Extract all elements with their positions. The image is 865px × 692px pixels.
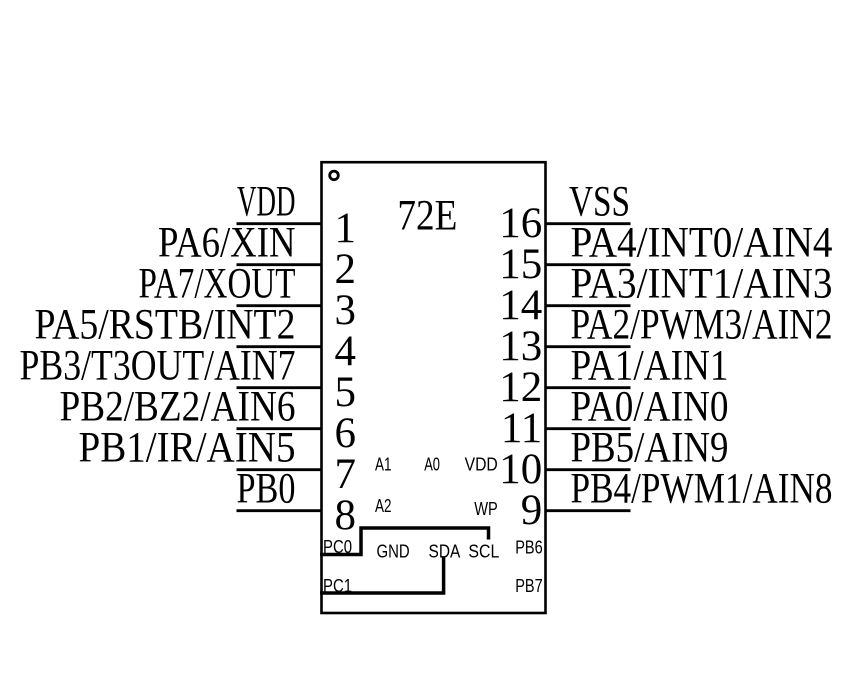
svg-text:5: 5 bbox=[335, 369, 357, 416]
svg-text:SDA: SDA bbox=[429, 542, 461, 562]
svg-text:2: 2 bbox=[335, 246, 357, 293]
svg-text:PC1: PC1 bbox=[323, 576, 352, 596]
svg-text:13: 13 bbox=[499, 323, 542, 370]
svg-text:PA3/INT1/AIN3: PA3/INT1/AIN3 bbox=[571, 260, 833, 307]
svg-text:PB0: PB0 bbox=[237, 465, 296, 512]
svg-text:PA4/INT0/AIN4: PA4/INT0/AIN4 bbox=[571, 219, 833, 266]
svg-text:PB5/AIN9: PB5/AIN9 bbox=[571, 424, 729, 471]
svg-text:PB7: PB7 bbox=[515, 576, 543, 596]
svg-text:12: 12 bbox=[499, 364, 542, 411]
svg-text:GND: GND bbox=[377, 542, 410, 562]
svg-text:PB3/T3OUT/AIN7: PB3/T3OUT/AIN7 bbox=[20, 342, 296, 389]
svg-text:WP: WP bbox=[474, 499, 498, 519]
svg-text:16: 16 bbox=[499, 200, 542, 247]
svg-text:PA0/AIN0: PA0/AIN0 bbox=[571, 383, 729, 430]
svg-text:PB4/PWM1/AIN8: PB4/PWM1/AIN8 bbox=[571, 465, 833, 512]
svg-text:4: 4 bbox=[335, 328, 357, 375]
svg-text:6: 6 bbox=[335, 410, 357, 457]
svg-text:15: 15 bbox=[499, 241, 542, 288]
svg-text:10: 10 bbox=[499, 446, 542, 493]
svg-text:14: 14 bbox=[499, 282, 542, 329]
svg-text:PA2/PWM3/AIN2: PA2/PWM3/AIN2 bbox=[571, 301, 833, 348]
svg-text:A1: A1 bbox=[375, 455, 392, 475]
svg-text:PB6: PB6 bbox=[515, 538, 543, 558]
svg-text:PB1/IR/AIN5: PB1/IR/AIN5 bbox=[79, 424, 296, 471]
svg-text:72E: 72E bbox=[397, 192, 457, 239]
svg-text:VDD: VDD bbox=[237, 178, 296, 225]
svg-text:PA1/AIN1: PA1/AIN1 bbox=[571, 342, 729, 389]
svg-text:3: 3 bbox=[335, 287, 357, 334]
svg-text:1: 1 bbox=[335, 205, 357, 252]
svg-text:VSS: VSS bbox=[569, 178, 630, 225]
svg-text:8: 8 bbox=[335, 492, 357, 539]
svg-text:A2: A2 bbox=[375, 496, 392, 516]
svg-text:PC0: PC0 bbox=[323, 537, 352, 557]
svg-text:A0: A0 bbox=[424, 455, 440, 475]
svg-text:7: 7 bbox=[335, 451, 357, 498]
svg-text:SCL: SCL bbox=[468, 542, 499, 562]
svg-text:11: 11 bbox=[501, 405, 542, 452]
svg-text:PA5/RSTB/INT2: PA5/RSTB/INT2 bbox=[35, 301, 296, 348]
svg-text:PA6/XIN: PA6/XIN bbox=[158, 219, 296, 266]
svg-text:PA7/XOUT: PA7/XOUT bbox=[139, 260, 296, 307]
svg-text:PB2/BZ2/AIN6: PB2/BZ2/AIN6 bbox=[60, 383, 296, 430]
svg-text:VDD: VDD bbox=[465, 455, 498, 475]
svg-text:9: 9 bbox=[521, 487, 543, 534]
